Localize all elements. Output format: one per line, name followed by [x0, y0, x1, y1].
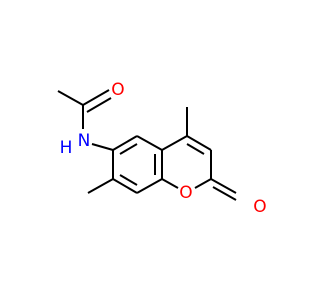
bond-c6-c5 [112, 135, 138, 151]
molecule-canvas: O N H O O [57, 80, 267, 217]
bond-c4a-c4 [161, 135, 188, 151]
bond-ring-oxygen-c8a [161, 178, 179, 189]
bond-inner-c6-c5 [119, 143, 138, 155]
bond-c8-c7 [112, 178, 138, 194]
bond-carbonyl-oxygen-b [86, 97, 112, 113]
bond-nitrogen-ring [91, 143, 114, 151]
bond-c4-c3 [186, 135, 212, 151]
ring-oxygen-label: O [179, 183, 192, 203]
molecule-structure-diagram: O N H O O [57, 80, 267, 217]
bond-c7-methyl [87, 178, 114, 194]
bond-c8a-c8 [136, 178, 163, 194]
atom-label-group: O N H O O [60, 80, 267, 217]
bond-lactone-carbonyl-b [212, 186, 237, 201]
bond-inner-c4-c3 [186, 143, 205, 155]
amide-nitrogen-label: N [78, 131, 91, 151]
bond-lactone-carbonyl-a [210, 178, 237, 194]
carbonyl-oxygen-label: O [111, 80, 124, 100]
amide-hydrogen-label: H [60, 138, 73, 158]
bond-methyl-carbonyl [57, 90, 84, 106]
bond-c2-ring-oxygen [194, 178, 212, 189]
bond-group [57, 89, 237, 201]
bond-carbonyl-oxygen-a [82, 89, 110, 106]
lactone-carbonyl-oxygen-label: O [253, 197, 266, 217]
bond-inner-c8-c7 [119, 174, 138, 186]
bond-c5-c4a [136, 135, 163, 151]
